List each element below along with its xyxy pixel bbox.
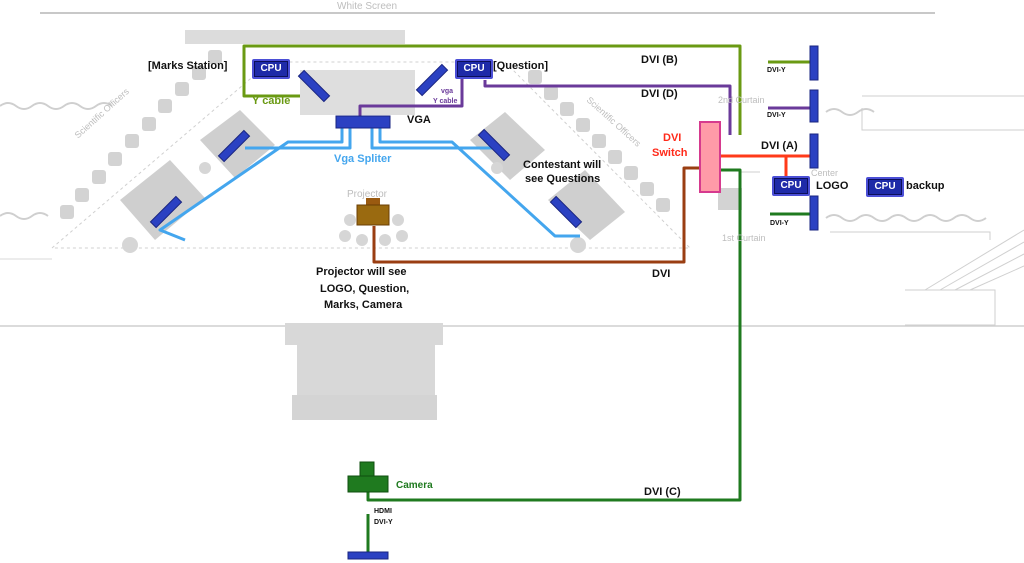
monitor-left-desk-1 — [217, 129, 251, 163]
vga-splitter-box — [335, 115, 391, 129]
vga-spliter-label: Vga Spliter — [334, 153, 392, 165]
curtain-2nd-label: 2nd Curtain — [718, 95, 765, 105]
monitor-question — [415, 63, 449, 97]
y-cable-purple — [358, 78, 464, 120]
dvi-c-label: DVI (C) — [644, 486, 681, 498]
vga-right-cable — [378, 128, 580, 238]
monitor-marks-station — [297, 69, 331, 103]
dvi-y-top-label: DVI-Y — [767, 67, 786, 74]
dvi-c-cable — [366, 168, 742, 502]
cables — [158, 44, 810, 552]
y-cable-small-label: Y cable — [433, 98, 458, 105]
y-cable-green — [242, 84, 300, 98]
center-label: Center — [811, 168, 839, 178]
contestant-label-1: Contestant will — [523, 159, 602, 171]
vga-right-cable-2 — [370, 128, 498, 150]
backup-label: backup — [906, 180, 945, 192]
monitor-camera-area — [347, 551, 389, 560]
question-label: [Question] — [493, 60, 548, 72]
projector-note-3: Marks, Camera — [324, 299, 403, 311]
projector-note-2: LOGO, Question, — [320, 283, 410, 295]
projector-note-1: Projector will see — [316, 266, 407, 278]
monitors — [149, 45, 819, 560]
marks-station-label: [Marks Station] — [148, 60, 228, 72]
cpu-logo: CPU — [772, 176, 810, 196]
dvi-d-label: DVI (D) — [641, 88, 678, 100]
contestant-label-2: see Questions — [525, 173, 601, 185]
cpu-marks-station: CPU — [252, 59, 290, 79]
white-screen-label: White Screen — [337, 1, 398, 12]
vga-left-cable-2 — [245, 128, 352, 150]
dvi-label: DVI — [652, 268, 671, 280]
dvi-y-bottom-label: DVI-Y — [770, 220, 789, 227]
dvi-switch-box — [699, 121, 721, 193]
camera-device — [347, 461, 389, 493]
monitor-dvi-y-mid — [809, 89, 819, 123]
cpu-question: CPU — [455, 59, 493, 79]
dvi-switch-label-2: Switch — [652, 147, 688, 159]
monitor-right-desk-1 — [477, 128, 511, 162]
floor-plan — [0, 12, 1024, 420]
dvi-projector-cable — [372, 166, 700, 264]
monitor-right-desk-2 — [549, 195, 583, 229]
dvi-y-camera-label: DVI-Y — [374, 519, 393, 526]
monitor-left-desk-2 — [149, 195, 183, 229]
logo-label: LOGO — [816, 180, 849, 192]
curtain-1st-label: 1st Curtain — [722, 233, 766, 243]
cpu-backup: CPU — [866, 177, 904, 197]
vga-small-label: vga — [441, 88, 454, 95]
dvi-b-cable — [242, 44, 742, 135]
dvi-y-mid-label: DVI-Y — [767, 112, 786, 119]
dvi-d-cable — [483, 80, 732, 135]
monitor-dvi-y-top — [809, 45, 819, 81]
monitor-dvi-y-bottom — [809, 195, 819, 231]
projector-label: Projector — [347, 189, 388, 200]
dvi-b-label: DVI (B) — [641, 54, 678, 66]
camera-label: Camera — [396, 480, 433, 491]
vga-left-cable — [158, 128, 344, 242]
dvi-a-label: DVI (A) — [761, 140, 798, 152]
vga-label: VGA — [407, 114, 431, 126]
y-cable-left-label: Y cable — [252, 95, 291, 107]
hdmi-label: HDMI — [374, 508, 392, 515]
monitor-dvi-a — [809, 133, 819, 169]
dvi-switch-label-1: DVI — [663, 132, 682, 144]
projector-device — [356, 198, 390, 226]
